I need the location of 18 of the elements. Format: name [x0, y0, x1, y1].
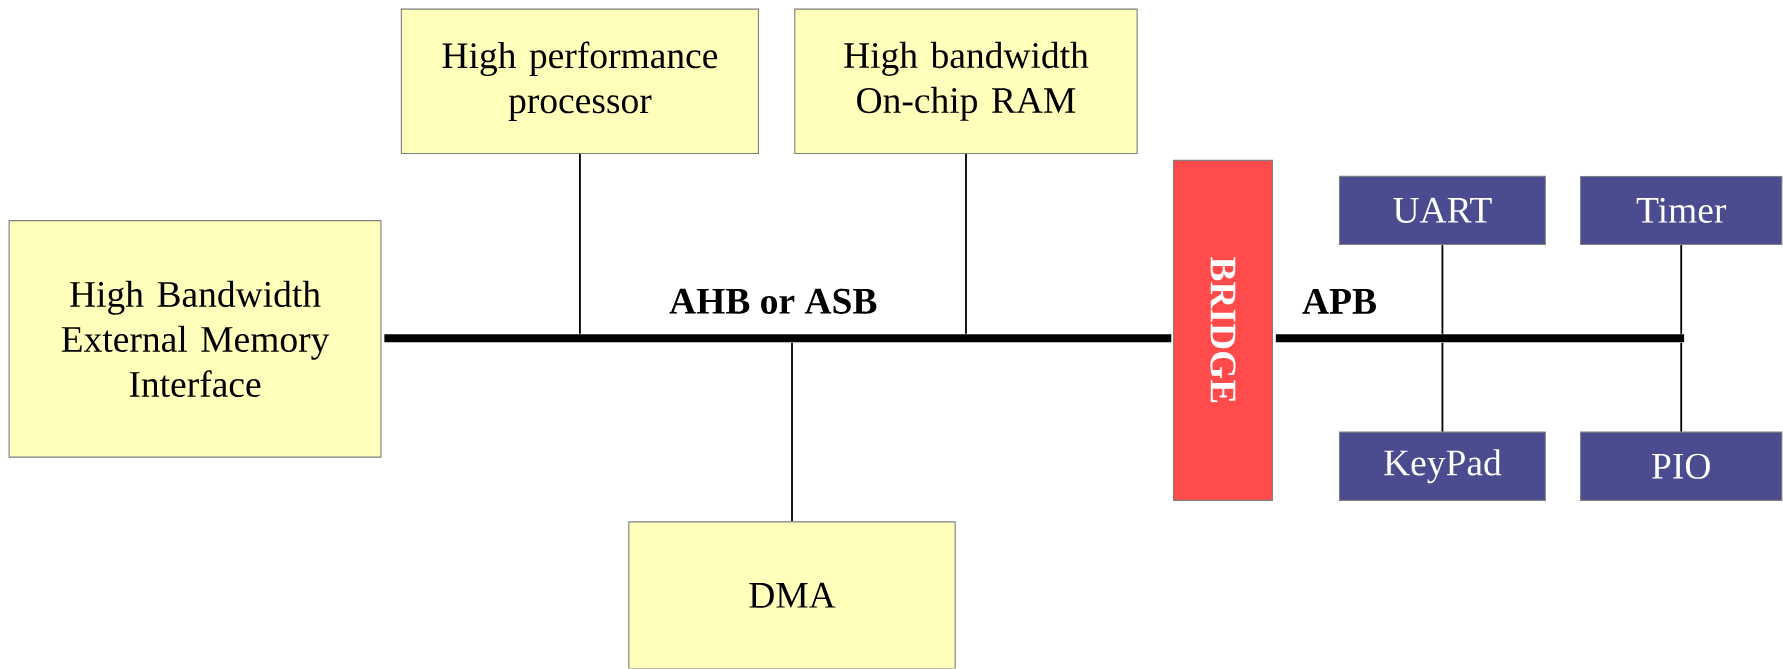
bridge-box: BRIDGE [1172, 159, 1273, 502]
connector-line [965, 153, 967, 335]
component-box: DMA [628, 521, 956, 669]
component-box: High performance processor [400, 8, 759, 155]
connector-line [1680, 342, 1683, 433]
component-box: High Bandwidth External Memory Interface [8, 220, 382, 458]
connector-line [579, 153, 581, 335]
connector-line [791, 342, 793, 523]
component-box: High bandwidth On-chip RAM [794, 8, 1138, 155]
connector-line [1680, 244, 1683, 335]
bus-line: AHB or ASB [384, 288, 1172, 343]
peripheral-box: UART [1338, 175, 1546, 246]
bus-line: APB [1275, 289, 1685, 343]
connector-line [1441, 342, 1444, 433]
peripheral-box: KeyPad [1338, 431, 1546, 502]
peripheral-box: Timer [1580, 175, 1783, 246]
connector-line [1441, 244, 1444, 335]
peripheral-box: PIO [1580, 431, 1783, 502]
